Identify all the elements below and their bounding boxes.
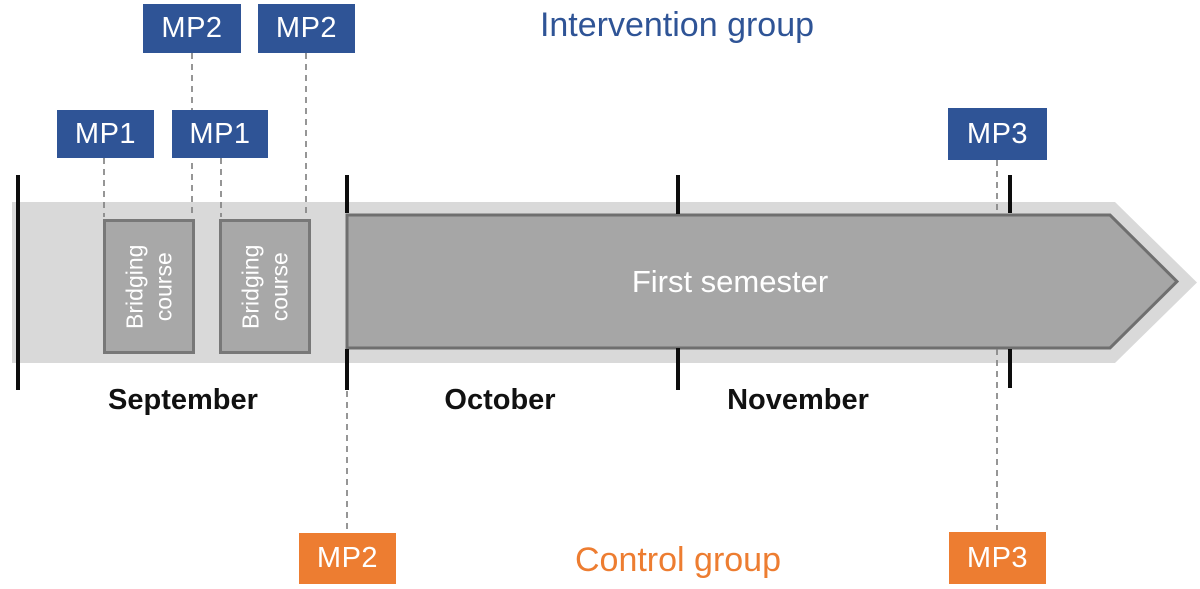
bridging-course-label-line2: course <box>265 251 292 322</box>
marker-mp3-control: MP3 <box>949 532 1046 584</box>
bridging-course-label-line1: Bridging <box>237 244 264 329</box>
marker-mp2-intervention-second: MP2 <box>258 4 355 53</box>
marker-mp3-intervention: MP3 <box>948 108 1047 160</box>
control-group-title: Control group <box>574 541 781 579</box>
first-semester-arrow <box>345 213 1180 350</box>
month-label-november: November <box>727 384 869 416</box>
month-label-october: October <box>444 384 556 416</box>
marker-mp2-intervention-first: MP2 <box>143 4 241 53</box>
marker-mp2-control: MP2 <box>299 533 396 584</box>
marker-mp1-intervention-first: MP1 <box>57 110 154 158</box>
intervention-group-title: Intervention group <box>539 6 815 44</box>
marker-mp1-intervention-second: MP1 <box>172 110 268 158</box>
bridging-course-label-line2: course <box>149 251 176 322</box>
bridging-course-box-second: Bridging course <box>219 219 311 354</box>
first-semester-label: First semester <box>631 264 829 299</box>
bridging-course-label-line1: Bridging <box>121 244 148 329</box>
bridging-course-box-first: Bridging course <box>103 219 195 354</box>
month-label-september: September <box>108 384 258 416</box>
